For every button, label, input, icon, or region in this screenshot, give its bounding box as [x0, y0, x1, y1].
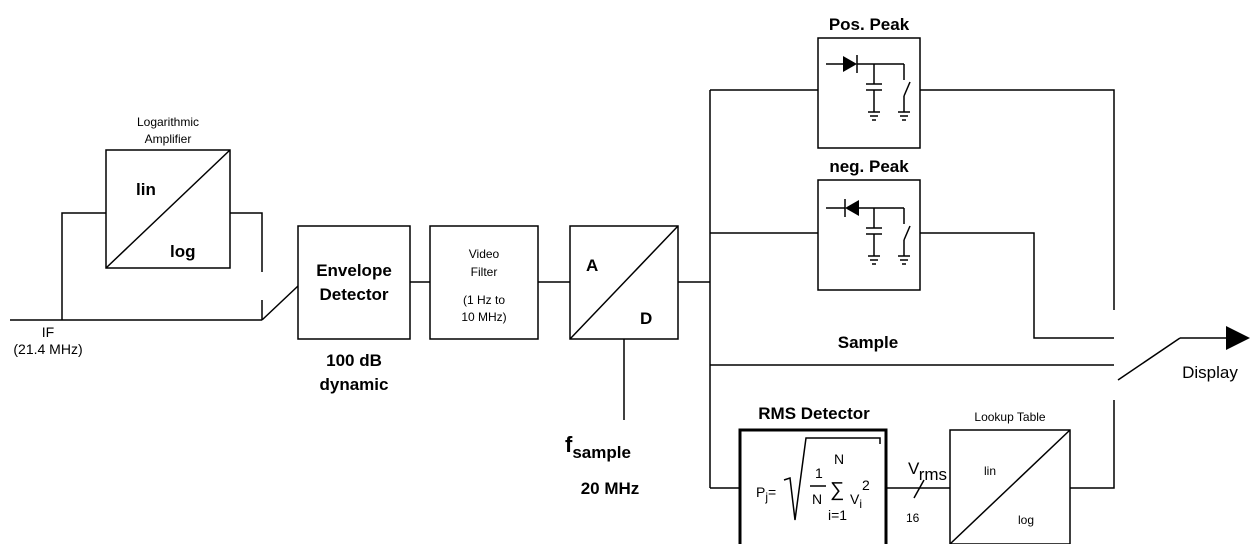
diode-icon — [845, 200, 859, 216]
f-sample-label: fsample — [565, 432, 631, 462]
video-filter-label-2: Filter — [471, 265, 498, 279]
bus-width-label: 16 — [906, 511, 920, 525]
envelope-detector-block — [297, 225, 411, 340]
if-frequency: (21.4 MHz) — [13, 341, 82, 357]
rms-formula: Pj= 1 N N ∑ i=1 Vi 2 — [756, 437, 881, 523]
video-filter-label-3: (1 Hz to — [463, 293, 505, 307]
log-amp-lin-label: lin — [136, 180, 156, 199]
video-filter-label-1: Video — [469, 247, 500, 261]
svg-text:Pj=: Pj= — [756, 484, 776, 504]
adc-d-label: D — [640, 309, 652, 328]
lookup-table-diagonal — [949, 429, 1071, 544]
video-filter-label-4: 10 MHz) — [461, 310, 506, 324]
rms-detector-block — [738, 428, 888, 544]
log-amp-log-label: log — [170, 242, 196, 261]
pos-peak-circuit — [826, 55, 911, 121]
log-amp-diagonal — [105, 149, 231, 269]
neg-peak-label: neg. Peak — [829, 157, 909, 176]
envelope-detector-label-2: Detector — [320, 285, 389, 304]
dynamic-range-note-2: dynamic — [320, 375, 389, 394]
sample-rate-label: 20 MHz — [581, 479, 640, 498]
envelope-detector-label-1: Envelope — [316, 261, 392, 280]
sigma-icon: ∑ — [830, 479, 844, 501]
adc-diagonal — [569, 225, 679, 340]
log-amp-output-wire — [230, 212, 263, 272]
v-rms-label: Vrms — [908, 459, 947, 484]
fraction-numerator: 1 — [815, 465, 823, 481]
exponent-2: 2 — [862, 477, 870, 493]
sum-upper-limit: N — [834, 451, 844, 467]
detector-selector-switch[interactable] — [1117, 337, 1181, 381]
neg-peak-circuit — [826, 199, 911, 265]
sample-label: Sample — [838, 333, 898, 352]
rms-detector-label: RMS Detector — [758, 404, 870, 423]
reset-switch-icon — [903, 81, 911, 97]
sqrt-sign-icon — [783, 437, 881, 521]
display-label: Display — [1182, 363, 1238, 382]
dynamic-range-note-1: 100 dB — [326, 351, 382, 370]
lookup-lin-label: lin — [984, 464, 996, 478]
lookup-output-wire — [1070, 400, 1115, 489]
log-amp-title-1: Logarithmic — [137, 115, 199, 129]
adc-a-label: A — [586, 256, 598, 275]
lookup-table-title: Lookup Table — [974, 410, 1046, 424]
diode-icon — [843, 56, 857, 72]
lookup-log-label: log — [1018, 513, 1034, 527]
video-filter-block — [429, 225, 539, 340]
neg-peak-output-wire — [920, 232, 1114, 339]
log-amp-bypass-wire — [61, 212, 106, 320]
reset-switch-icon — [903, 225, 911, 241]
log-amp-title-2: Amplifier — [145, 132, 192, 146]
sum-lower-limit: i=1 — [828, 507, 847, 523]
pos-peak-label: Pos. Peak — [829, 15, 910, 34]
fraction-denominator: N — [812, 491, 822, 507]
svg-text:Vi: Vi — [850, 491, 862, 511]
lin-log-switch[interactable] — [261, 285, 299, 321]
if-label: IF — [42, 324, 54, 340]
pos-peak-block — [817, 37, 921, 149]
bus-width-slash — [913, 479, 925, 499]
display-arrow-icon — [1226, 326, 1250, 350]
neg-peak-block — [817, 179, 921, 291]
pos-peak-output-wire — [920, 89, 1115, 310]
